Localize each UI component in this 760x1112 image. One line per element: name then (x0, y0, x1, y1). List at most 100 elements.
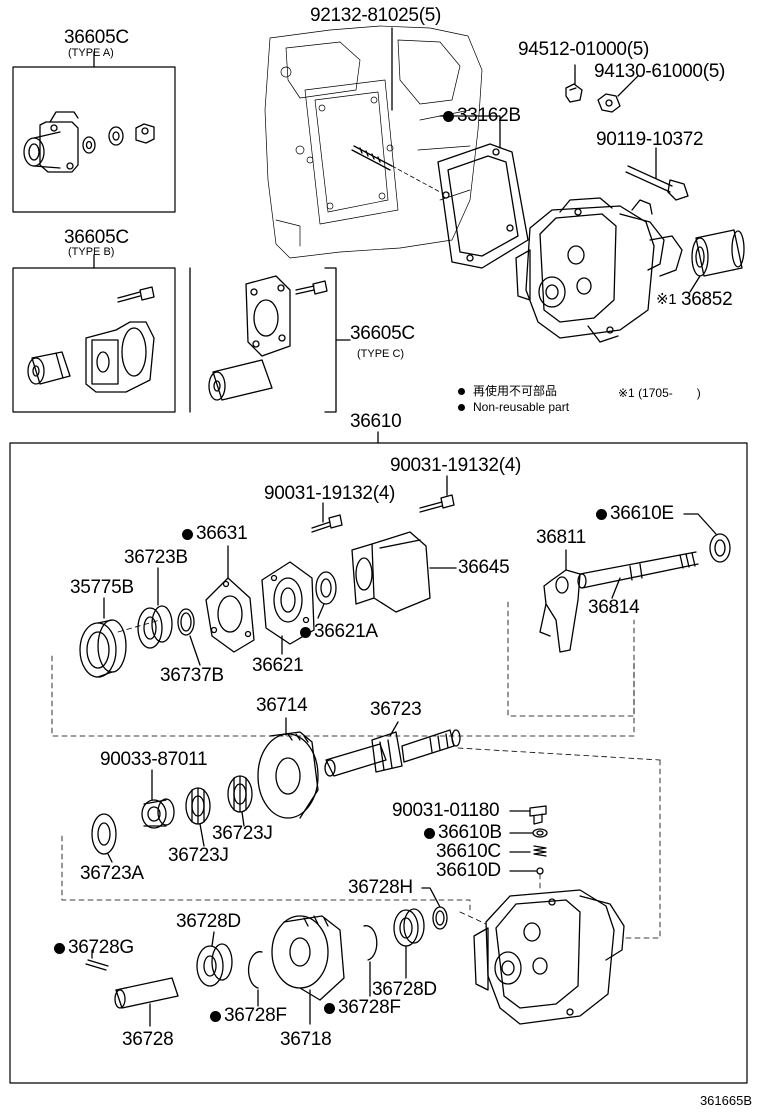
cover-36645 (351, 531, 431, 613)
label-94130-61000: 94130-61000(5) (594, 61, 726, 82)
type-c-gasket (245, 275, 291, 357)
label-36728: 36728 (122, 1029, 174, 1050)
type-c-bolt (295, 280, 328, 295)
label-36718: 36718 (280, 1029, 332, 1050)
shim-36737B (177, 608, 195, 636)
reduction-gear-36714 (257, 731, 319, 819)
bolt-90031-19132-right (419, 494, 455, 513)
label-36852-mark: ※1 (656, 291, 677, 308)
shift-shaft-36814 (577, 551, 699, 589)
label-36728D-right: 36728D (372, 979, 437, 1000)
shim-36737B-leader (189, 635, 201, 666)
label-90031-19132-left: 90031-19132(4) (264, 483, 396, 504)
label-36645: 36645 (458, 557, 510, 578)
label-36728G: 36728G (54, 938, 134, 958)
plug-90031-01180 (529, 805, 547, 825)
legend-en: Non-reusable part (458, 400, 569, 414)
bearing-36723A-leader (107, 853, 113, 863)
type-a-washers (82, 123, 155, 154)
snap-ring-36728F-2 (363, 925, 378, 961)
label-36610B: 36610B (424, 823, 502, 843)
label-36852: 36852 (681, 289, 733, 310)
legend-dot-icon (458, 404, 465, 411)
type-b-sleeve (27, 351, 71, 385)
legend-note: ※1 (1705- ) (618, 386, 701, 400)
label-36621: 36621 (252, 655, 304, 676)
nut-94130 (597, 93, 621, 113)
label-35775B: 35775B (70, 577, 134, 598)
label-90031-01180: 90031-01180 (392, 800, 500, 821)
stud-92132-dash (391, 165, 441, 193)
type-b-bolt (117, 286, 155, 303)
assembly-guide-lines (51, 601, 661, 939)
bearing-35775B (79, 619, 127, 678)
label-36728D-left: 36728D (176, 911, 241, 932)
label-36814: 36814 (588, 597, 640, 618)
label-36605C-type-b: 36605C (64, 227, 129, 248)
spring-36610C (533, 845, 547, 857)
label-90119-10372: 90119-10372 (596, 129, 704, 150)
seal-36621A-leader (317, 603, 325, 619)
shim-36728H (432, 906, 448, 930)
legend-dot-icon (458, 388, 465, 395)
shift-fork-36811 (539, 569, 581, 653)
bearing-36723B (137, 605, 173, 649)
transfer-case-housing (473, 889, 625, 1025)
bearing-36728D-left-leader (211, 931, 215, 947)
output-shaft-36723 (324, 729, 461, 777)
subtitle-type-c: (TYPE C) (357, 348, 405, 360)
oil-seal-36610E (709, 533, 731, 563)
label-36723A: 36723A (80, 863, 144, 884)
label-36723J-2: 36723J (168, 845, 229, 866)
pin-36728G (85, 959, 109, 971)
bearing-36723A (91, 813, 117, 855)
label-36811: 36811 (536, 527, 586, 548)
label-36723B: 36723B (124, 547, 188, 568)
illustration-reference-number: 361665B (699, 1093, 752, 1108)
transmission-case (264, 25, 483, 259)
label-36723: 36723 (370, 699, 422, 720)
ball-36610D (536, 867, 544, 875)
label-36610: 36610 (350, 411, 402, 432)
label-36610D: 36610D (436, 860, 501, 881)
label-36610C: 36610C (436, 841, 501, 862)
label-36728F-left: 36728F (210, 1006, 287, 1026)
seal-36621A (315, 571, 337, 605)
bolt-90119 (625, 165, 689, 201)
label-36621A: 36621A (300, 622, 378, 642)
label-36737B: 36737B (160, 665, 224, 686)
label-36723J-1: 36723J (212, 823, 273, 844)
stud-92132 (351, 145, 393, 171)
sleeve-36852 (691, 229, 745, 277)
type-b-housing (85, 321, 155, 393)
label-36610E: 36610E (596, 504, 674, 524)
subtitle-type-b: (TYPE B) (68, 246, 115, 258)
bolt-90031-19132-left (311, 514, 343, 533)
label-33162B: 33162B (443, 106, 521, 126)
label-90033-87011: 90033-87011 (100, 749, 208, 770)
legend-jp: 再使用不可部品 (458, 384, 557, 398)
idler-gear-36718 (271, 915, 345, 1001)
label-90031-19132-right: 90031-19132(4) (390, 455, 522, 476)
bearing-36728D-right (393, 908, 425, 947)
shim-36728H-leader (421, 887, 441, 908)
shaft-36728 (114, 977, 179, 1009)
needle-bearing-36723J-2 (227, 775, 253, 813)
label-36605C-type-c: 36605C (350, 323, 415, 344)
nut-94130-leader (617, 75, 639, 97)
shift-shaft-36814-leader (611, 577, 621, 599)
needle-bearing-36723J-2-leader (241, 811, 245, 827)
gasket-33162B (437, 143, 529, 269)
bearing-36728D-left (196, 943, 233, 987)
needle-bearing-36723J-1-leader (199, 823, 205, 847)
gasket-36631 (205, 577, 255, 653)
sleeve-36852-leader (689, 275, 701, 293)
label-36631: 36631 (182, 524, 248, 544)
legend-jp-text: 再使用不可部品 (473, 384, 558, 398)
type-c-sleeve (208, 359, 273, 401)
subtitle-type-a: (TYPE A) (68, 47, 114, 59)
label-36728F-right: 36728F (324, 998, 401, 1018)
label-36605C-type-a: 36605C (64, 27, 129, 48)
label-92132-81025: 92132-81025(5) (310, 5, 442, 26)
